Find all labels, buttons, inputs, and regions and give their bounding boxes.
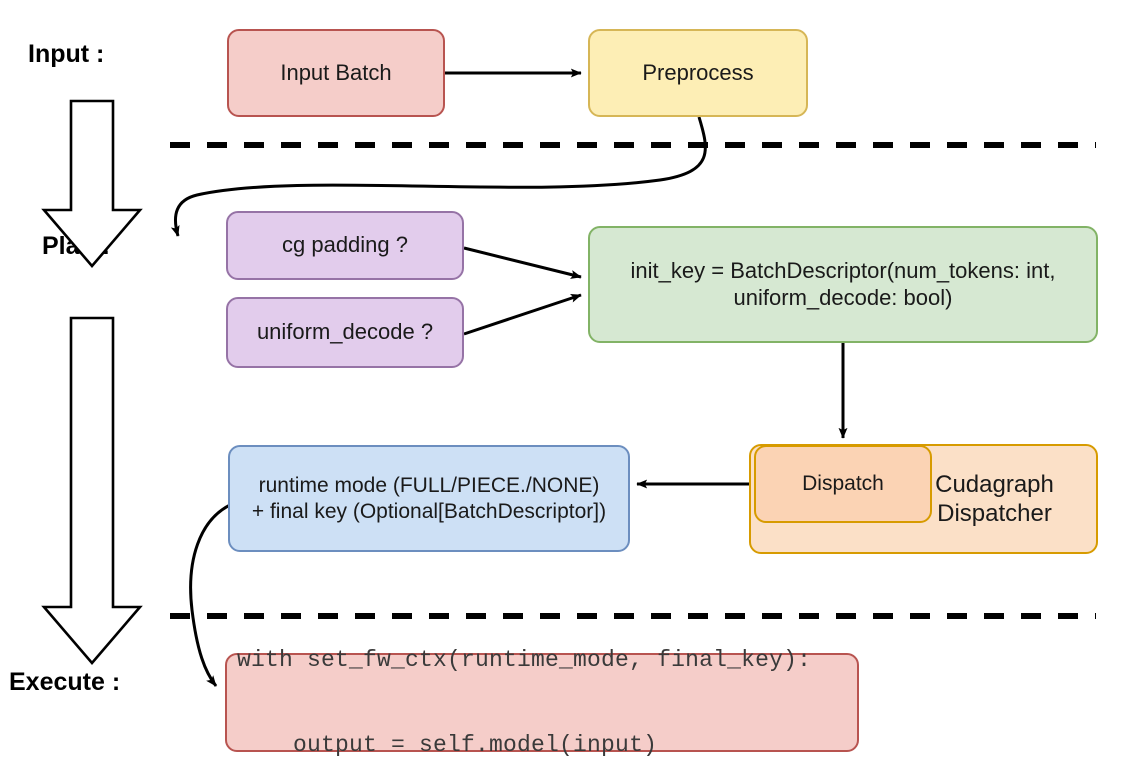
stage-label-input: Input :	[28, 40, 105, 68]
node-cudagraph-dispatcher-line2: Dispatcher	[937, 500, 1052, 527]
stage-label-execute: Execute :	[9, 668, 121, 696]
connector-cg-padding-to-init-key	[463, 246, 582, 279]
node-runtime-mode[interactable]: runtime mode (FULL/PIECE./NONE) + final …	[228, 445, 630, 552]
input-to-plan-arrow	[41, 99, 143, 268]
node-exec-code-line1: with set_fw_ctx(runtime_mode, final_key)…	[237, 647, 812, 674]
node-runtime-mode-line2: + final key (Optional[BatchDescriptor])	[251, 499, 607, 523]
node-cg-padding[interactable]: cg padding ?	[226, 211, 464, 280]
node-exec-code-line2: output = self.model(input)	[237, 731, 658, 758]
connector-runtime-mode-to-exec-code	[189, 503, 231, 687]
node-init-key[interactable]: init_key = BatchDescriptor(num_tokens: i…	[588, 226, 1098, 343]
node-input-batch[interactable]: Input Batch	[227, 29, 445, 117]
node-exec-code[interactable]: with set_fw_ctx(runtime_mode, final_key)…	[225, 647, 859, 758]
node-cudagraph-dispatcher-line1: Cudagraph	[935, 470, 1054, 498]
node-init-key-line1: init_key = BatchDescriptor(num_tokens: i…	[630, 257, 1056, 283]
node-dispatch-label: Dispatch	[802, 472, 884, 496]
node-preprocess-label: Preprocess	[642, 59, 754, 85]
node-uniform-decode-label: uniform_decode ?	[256, 319, 434, 345]
node-cg-padding-label: cg padding ?	[282, 232, 408, 258]
node-dispatch[interactable]: Dispatch	[754, 445, 932, 523]
node-init-key-line2: uniform_decode: bool)	[733, 284, 953, 310]
node-runtime-mode-line1: runtime mode (FULL/PIECE./NONE)	[258, 473, 600, 497]
plan-to-execute-arrow	[41, 316, 143, 665]
connector-preprocess-to-cg-padding	[170, 116, 707, 237]
node-input-batch-label: Input Batch	[280, 59, 392, 85]
node-preprocess[interactable]: Preprocess	[588, 29, 808, 117]
node-uniform-decode[interactable]: uniform_decode ?	[226, 297, 464, 368]
connector-uniform-decode-to-init-key	[463, 293, 582, 336]
